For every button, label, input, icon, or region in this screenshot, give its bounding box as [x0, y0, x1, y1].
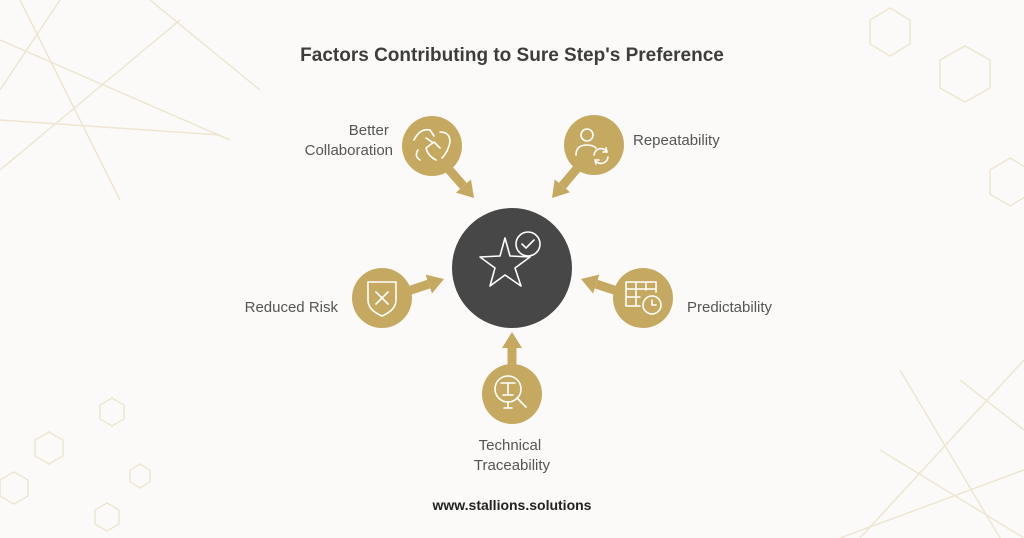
shield-x-icon [367, 281, 397, 317]
footer-url[interactable]: www.stallions.solutions [432, 497, 592, 513]
star-check-icon [479, 231, 541, 287]
arrow-head [552, 179, 570, 198]
arrow-head [581, 274, 600, 294]
magnifier-t-icon [494, 375, 527, 409]
arrow-head [425, 274, 444, 294]
page-title: Factors Contributing to Sure Step's Pref… [300, 45, 724, 66]
center-node [452, 208, 572, 328]
factor-label: Reduced Risk [245, 299, 339, 316]
user-cycle-icon [575, 128, 609, 165]
factor-better-collaboration: Better Collaboration [305, 116, 462, 176]
factor-label: Better Collaboration [305, 122, 393, 159]
arrow-head [455, 179, 474, 198]
factor-label: Predictability [687, 299, 773, 316]
factor-label: Technical Traceability [474, 437, 551, 474]
handshake-icon [413, 128, 451, 161]
calendar-clock-icon [625, 281, 662, 315]
arrow-head [502, 332, 522, 348]
factor-reduced-risk: Reduced Risk [245, 268, 412, 328]
factor-repeatability: Repeatability [564, 115, 720, 175]
factor-label: Repeatability [633, 132, 720, 149]
factor-technical-traceability: Technical Traceability [474, 364, 551, 474]
factor-predictability: Predictability [613, 268, 773, 328]
